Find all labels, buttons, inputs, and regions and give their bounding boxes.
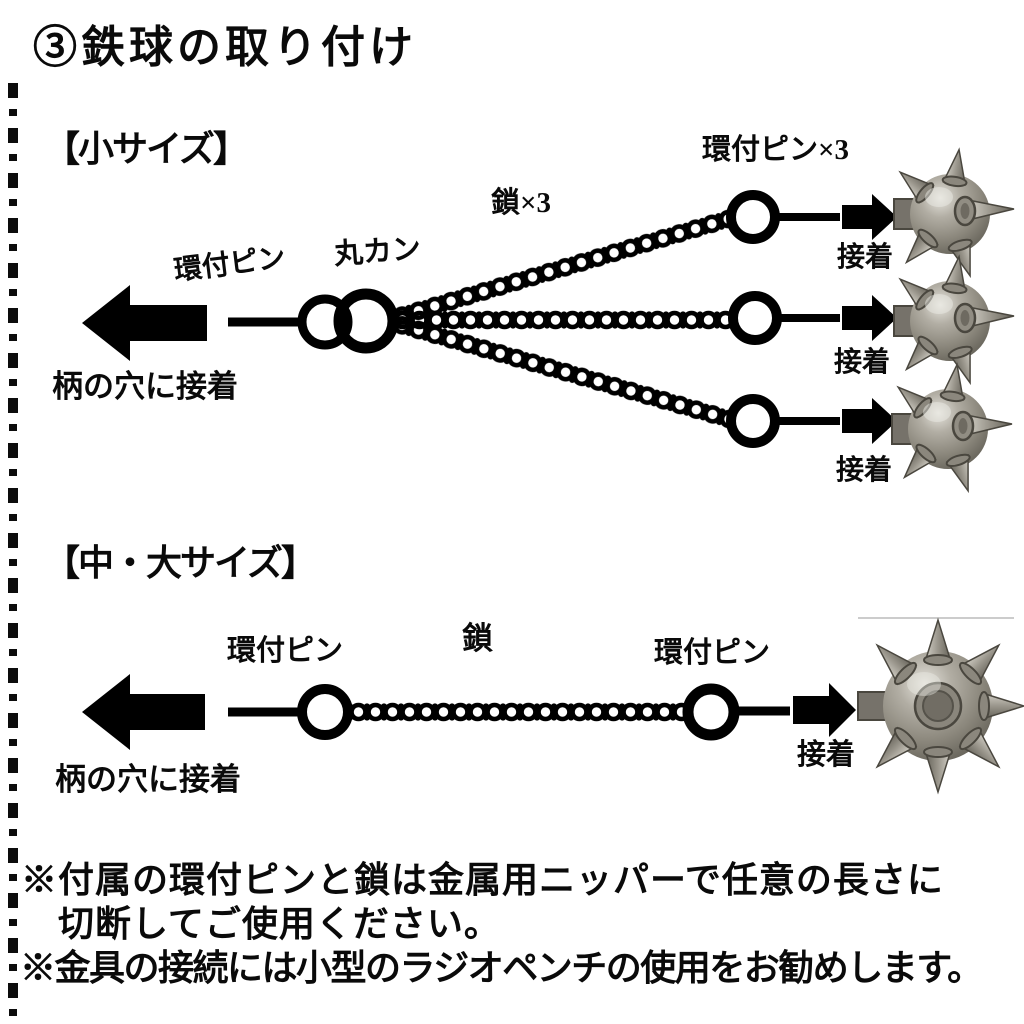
chain-icon xyxy=(390,205,736,331)
round-ring-label: 丸カン xyxy=(332,233,422,271)
cut-line-dashed-border xyxy=(8,83,18,1024)
note-pliers: ※金具の接続には小型のラジオペンチの使用をお勧めします。 xyxy=(20,947,983,988)
handle-hole-glue-label: 柄の穴に接着 xyxy=(52,369,238,404)
note-cutting-line1: ※付属の環付ピンと鎖は金属用ニッパーで任意の長さに xyxy=(21,859,944,900)
ring-pin-x3-label: 環付ピン×3 xyxy=(702,134,850,166)
handle-hole-glue-label: 柄の穴に接着 xyxy=(55,762,241,797)
glue-label: 接着 xyxy=(836,454,893,485)
ring-pin-label: 環付ピン xyxy=(654,637,771,669)
ring-pin-label: 環付ピン xyxy=(227,635,344,667)
chain-x3-label: 鎖×3 xyxy=(491,187,552,219)
glue-arrow-icon xyxy=(793,683,856,737)
spiked-ball-icon xyxy=(858,620,1024,792)
ring-pin-icon xyxy=(726,394,780,448)
page-title: ③鉄球の取り付け xyxy=(33,23,417,72)
note-cutting-line2: 切断してご使用ください。 xyxy=(58,903,501,944)
handle-arrow-icon xyxy=(82,674,205,750)
spiked-ball-icon xyxy=(892,148,1014,280)
handle-arrow-icon xyxy=(82,285,207,361)
glue-label: 接着 xyxy=(837,241,894,272)
glue-arrow-icon xyxy=(842,194,897,240)
medium-large-size-heading: 【中・大サイズ】 xyxy=(44,543,317,583)
glue-arrow-icon xyxy=(842,295,897,341)
glue-arrow-icon xyxy=(842,398,897,444)
chain-label: 鎖 xyxy=(462,621,493,656)
small-size-heading: 【小サイズ】 xyxy=(44,129,249,169)
spiked-ball-icon xyxy=(890,363,1012,495)
ring-pin-icon xyxy=(297,294,353,350)
chain-icon xyxy=(350,699,686,725)
glue-label: 接着 xyxy=(797,739,856,771)
ring-pin-icon xyxy=(726,190,780,244)
ring-pin-icon xyxy=(297,684,353,740)
glue-label: 接着 xyxy=(834,346,891,377)
chain-icon xyxy=(390,310,735,432)
ring-pin-icon xyxy=(682,683,740,741)
spiked-ball-icon xyxy=(892,255,1014,387)
round-ring-icon xyxy=(333,288,399,354)
ring-pin-icon xyxy=(728,291,782,345)
